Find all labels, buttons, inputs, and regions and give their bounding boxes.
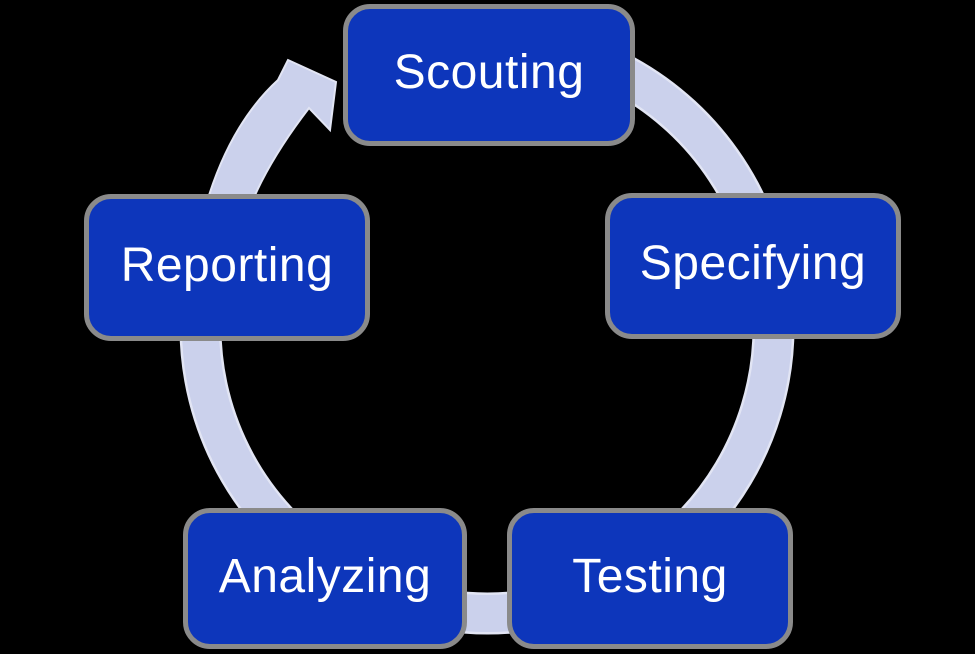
cycle-node-label: Specifying xyxy=(639,237,867,290)
cycle-node-testing: Testing xyxy=(507,508,793,649)
cycle-node-label: Reporting xyxy=(120,238,334,292)
flow-arrow-icon xyxy=(204,58,338,214)
cycle-node-label: Scouting xyxy=(393,46,585,99)
cycle-node-specifying: Specifying xyxy=(605,193,901,339)
cycle-node-scouting: Scouting xyxy=(343,4,635,146)
cycle-node-analyzing: Analyzing xyxy=(183,508,467,649)
cycle-node-label: Testing xyxy=(572,549,728,603)
cycle-node-label: Analyzing xyxy=(218,549,432,603)
cycle-node-reporting: Reporting xyxy=(84,194,370,341)
